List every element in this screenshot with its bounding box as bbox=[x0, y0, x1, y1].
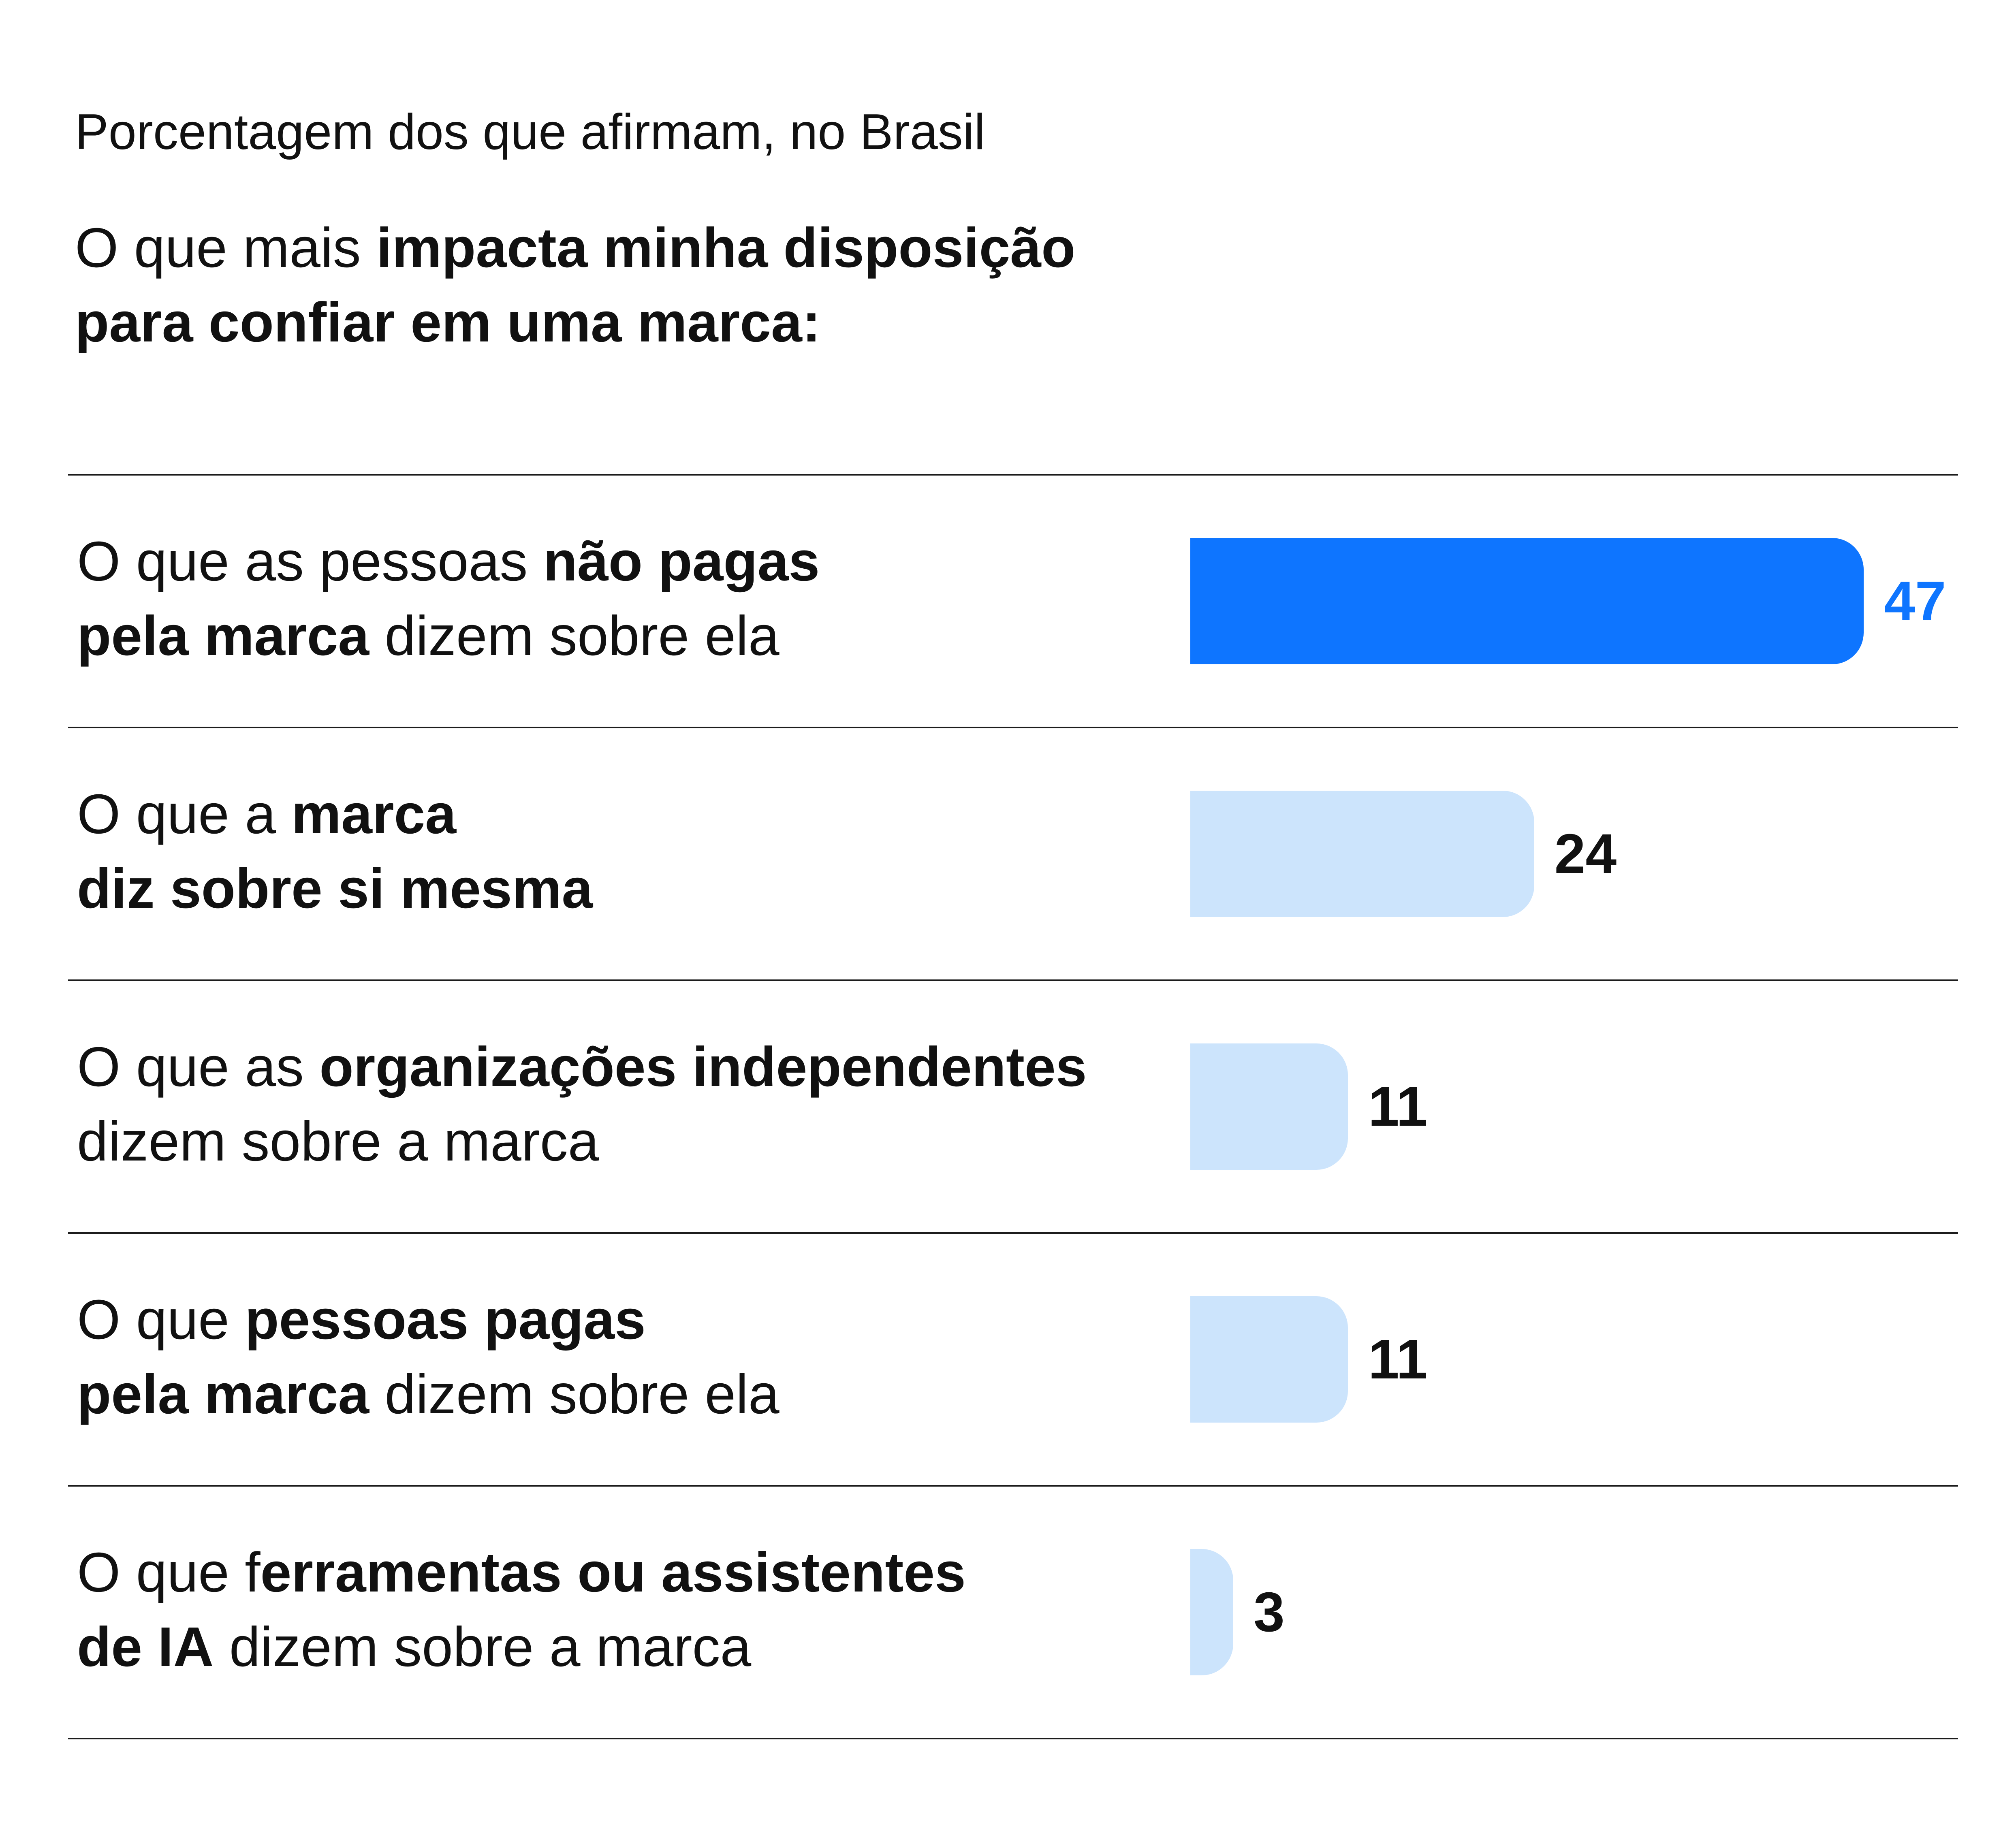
row-divider bbox=[68, 1232, 1958, 1234]
category-label-segment: diz sobre si mesma bbox=[77, 858, 593, 920]
category-label-segment: pela marca bbox=[77, 1363, 369, 1425]
category-label-segment: O que as bbox=[77, 1036, 320, 1098]
title-segment: para confiar em uma marca: bbox=[75, 291, 821, 354]
category-label: O que as organizações independentes dizem… bbox=[77, 1030, 1087, 1179]
title-segment: O que mais bbox=[75, 217, 376, 279]
row-divider bbox=[68, 1485, 1958, 1487]
bar bbox=[1190, 791, 1534, 917]
category-label-segment: de IA bbox=[77, 1616, 214, 1678]
row-divider bbox=[68, 474, 1958, 476]
category-label: O que as pessoas não pagas pela marca diz… bbox=[77, 524, 820, 673]
category-label-segment: dizem sobre ela bbox=[369, 1363, 779, 1425]
data-label: 11 bbox=[1368, 1328, 1427, 1391]
data-label: 11 bbox=[1368, 1075, 1427, 1138]
data-label: 47 bbox=[1884, 570, 1946, 632]
data-label: 24 bbox=[1554, 823, 1617, 885]
bar bbox=[1190, 1043, 1348, 1170]
category-label-segment: pessoas pagas bbox=[245, 1289, 646, 1351]
row-divider bbox=[68, 727, 1958, 728]
chart-title: O que mais impacta minha disposição para … bbox=[75, 211, 1290, 360]
category-label-segment: O que f bbox=[77, 1541, 261, 1604]
data-label: 3 bbox=[1254, 1581, 1285, 1643]
category-label-segment: pela marca bbox=[77, 605, 369, 667]
category-label-segment: organizações independentes bbox=[319, 1036, 1087, 1098]
category-label: O que ferramentas ou assistentes de IA di… bbox=[77, 1535, 966, 1684]
chart-subtitle: Porcentagem dos que afirmam, no Brasil bbox=[75, 104, 985, 160]
row-divider bbox=[68, 979, 1958, 981]
category-label: O que a marca diz sobre si mesma bbox=[77, 777, 593, 926]
bar bbox=[1190, 1549, 1234, 1675]
category-label-segment: dizem sobre a marca bbox=[214, 1616, 752, 1678]
category-label-segment: não pagas bbox=[543, 530, 820, 593]
category-label-segment: marca bbox=[291, 783, 457, 845]
category-label-segment: O que a bbox=[77, 783, 292, 845]
category-label-segment: erramentas ou assistentes bbox=[260, 1541, 966, 1604]
bar bbox=[1190, 538, 1864, 664]
category-label-segment: O que as pessoas bbox=[77, 530, 543, 593]
bar bbox=[1190, 1296, 1348, 1423]
category-label-segment: O que bbox=[77, 1289, 245, 1351]
row-divider bbox=[68, 1738, 1958, 1739]
category-label: O que pessoas pagas pela marca dizem sobr… bbox=[77, 1282, 779, 1432]
title-segment: impacta minha disposição bbox=[376, 217, 1076, 279]
category-label-segment: dizem sobre ela bbox=[369, 605, 779, 667]
category-label-segment: dizem sobre a marca bbox=[77, 1110, 599, 1173]
